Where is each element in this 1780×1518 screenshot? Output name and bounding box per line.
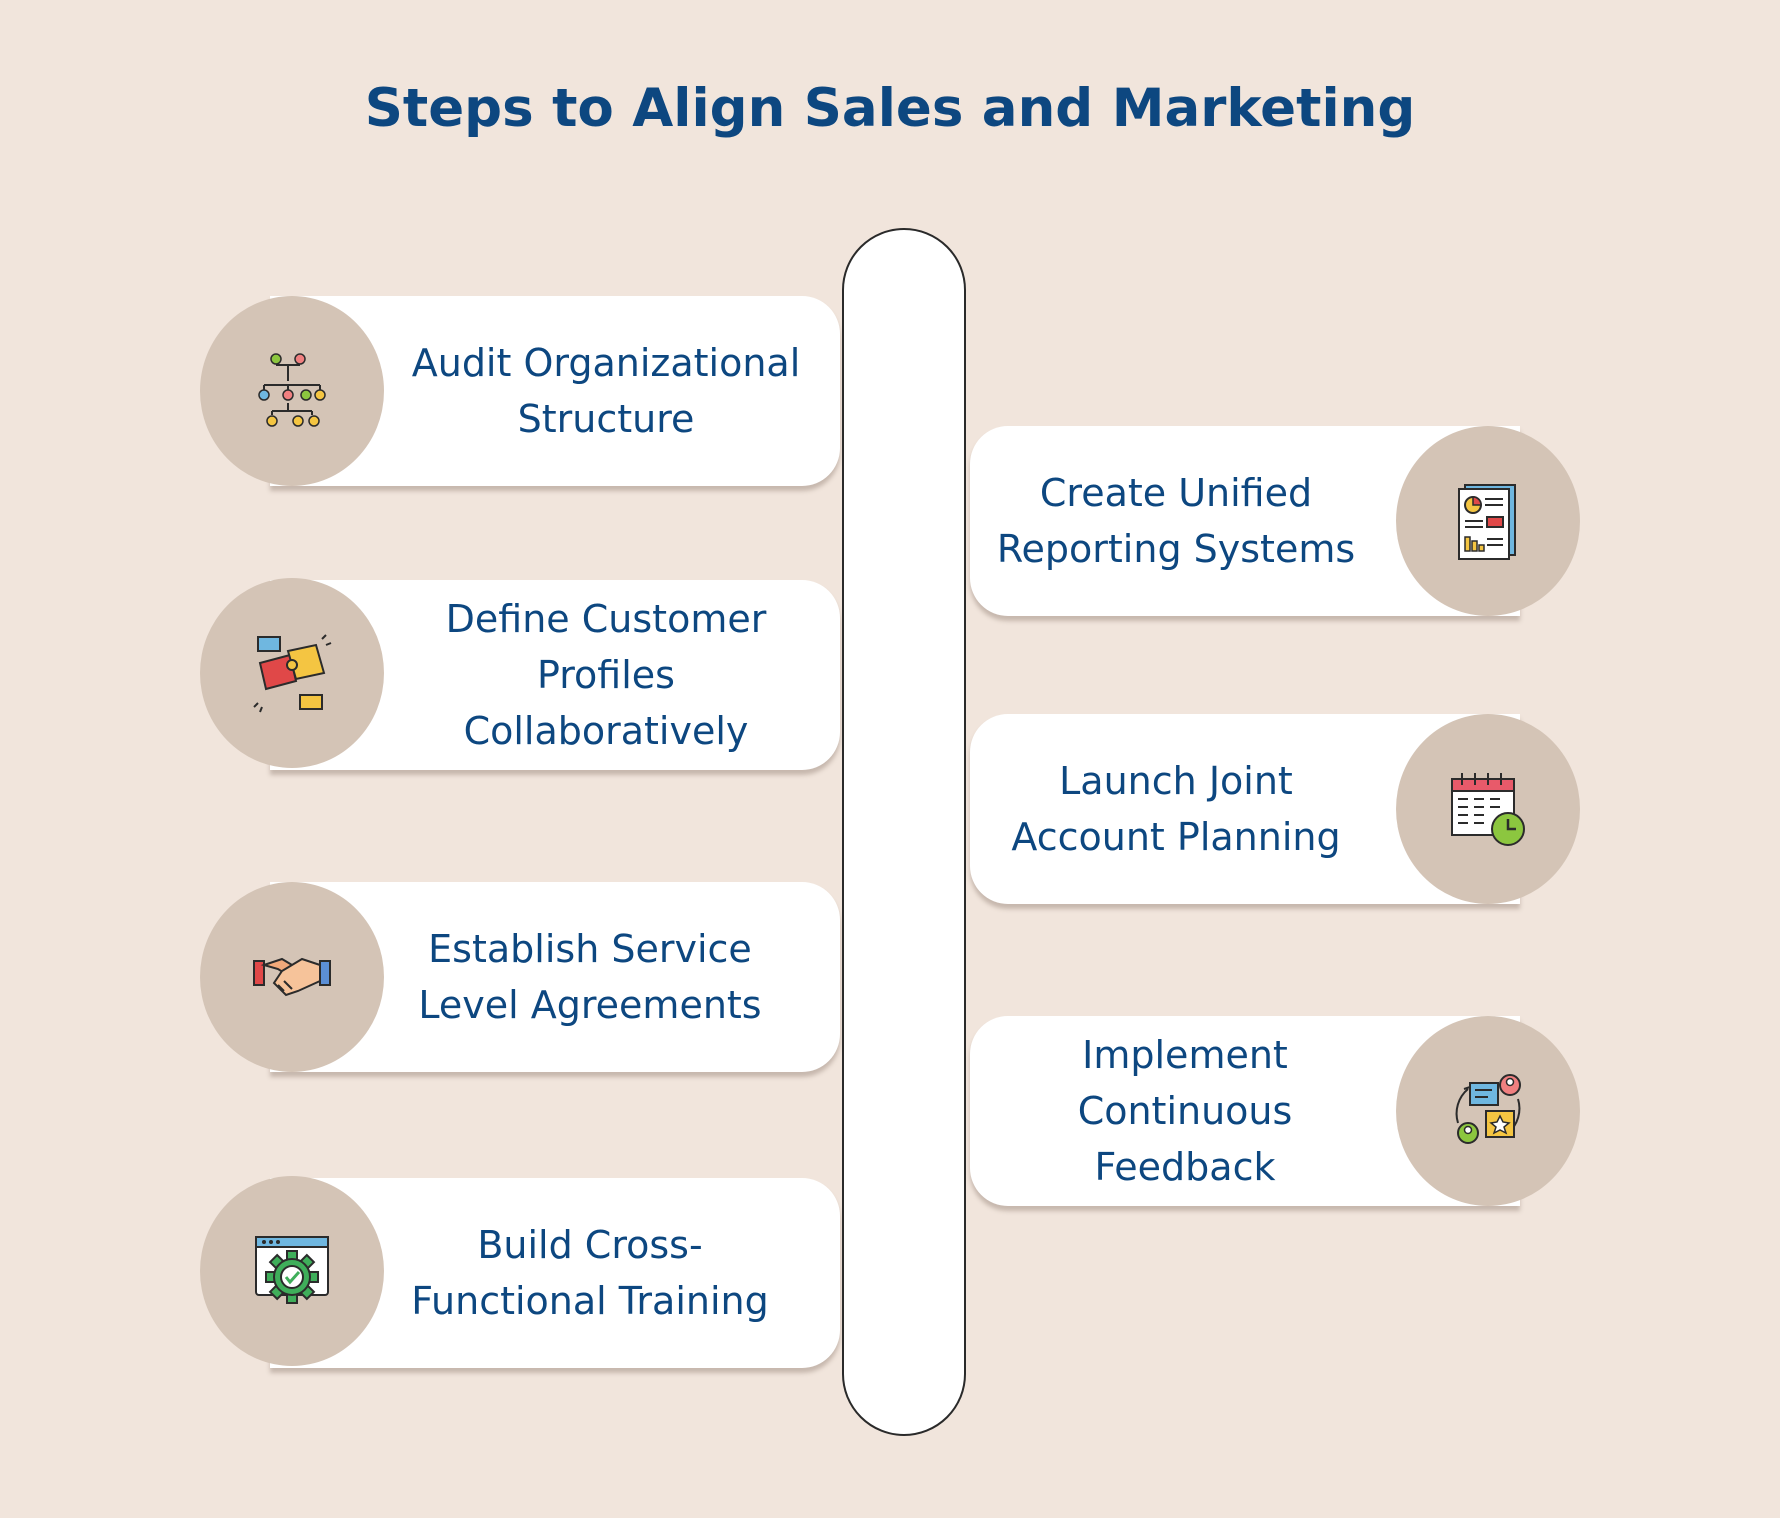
step-label-line: Define Customer [445, 597, 767, 641]
step-label-line: Implement [1082, 1033, 1288, 1077]
step-label-line: Profiles [537, 653, 675, 697]
step-label-line: Create Unified [1039, 471, 1313, 515]
step-label: Build Cross- Functional Training [390, 1178, 790, 1368]
step-label: Create Unified Reporting Systems [982, 426, 1370, 616]
step-label: Audit Organizational Structure [390, 296, 822, 486]
step-card-implement-continuous-feedback: Implement Continuous Feedback [970, 1016, 1520, 1206]
step-label-line: Level Agreements [418, 983, 762, 1027]
step-card-define-customer-profiles: Define Customer Profiles Collaboratively [270, 580, 840, 770]
handshake-icon [200, 882, 384, 1072]
step-label-line: Audit Organizational [411, 341, 801, 385]
gear-check-icon [200, 1176, 384, 1366]
step-card-build-cross-functional-training: Build Cross- Functional Training [270, 1178, 840, 1368]
org-chart-icon [200, 296, 384, 486]
step-label-line: Structure [517, 397, 695, 441]
puzzle-hands-icon [200, 578, 384, 768]
step-label-line: Establish Service [428, 927, 752, 971]
step-label: Establish Service Level Agreements [390, 882, 790, 1072]
step-label-line: Launch Joint [1059, 759, 1293, 803]
step-label-line: Functional Training [411, 1279, 769, 1323]
central-spine [842, 228, 966, 1436]
step-label: Define Customer Profiles Collaboratively [390, 580, 822, 770]
step-label-line: Build Cross- [477, 1223, 703, 1267]
step-label-line: Collaboratively [463, 709, 749, 753]
page-title: Steps to Align Sales and Marketing [364, 78, 1416, 139]
step-label-line: Feedback [1094, 1145, 1276, 1189]
report-document-icon [1396, 426, 1580, 616]
feedback-cycle-icon [1396, 1016, 1580, 1206]
step-label: Launch Joint Account Planning [982, 714, 1370, 904]
step-label-line: Reporting Systems [996, 527, 1356, 571]
step-label-line: Account Planning [1011, 815, 1341, 859]
step-label-line: Continuous [1077, 1089, 1293, 1133]
calendar-clock-icon [1396, 714, 1580, 904]
step-label: Implement Continuous Feedback [990, 1016, 1380, 1206]
